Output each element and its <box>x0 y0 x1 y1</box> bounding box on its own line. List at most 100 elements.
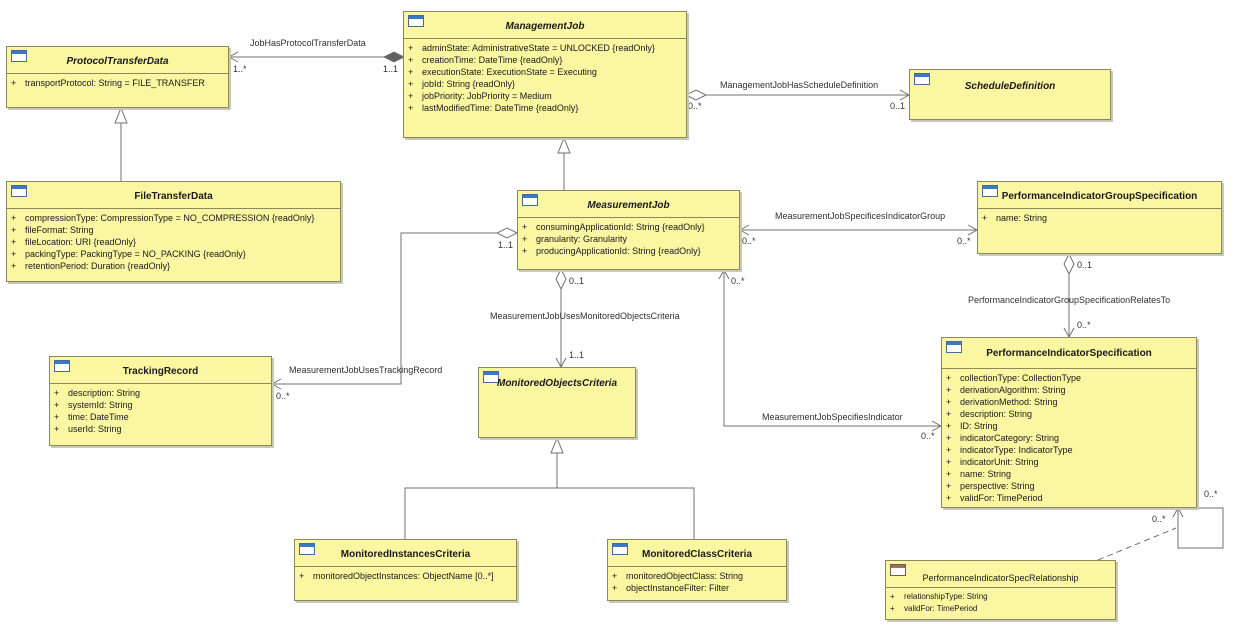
class-performance-indicator-group-specification[interactable]: PerformanceIndicatorGroupSpecification +… <box>977 181 1222 254</box>
mult-relates-to-target: 0..* <box>1077 320 1091 330</box>
attribute-row: +monitoredObjectInstances: ObjectName [0… <box>299 571 494 581</box>
class-name: TrackingRecord <box>122 366 199 377</box>
class-performance-indicator-spec-relationship[interactable]: PerformanceIndicatorSpecRelationship +re… <box>885 560 1116 620</box>
attribute-row: +fileLocation: URI {readOnly} <box>11 237 137 247</box>
class-icon <box>946 341 962 353</box>
mult-indicator-group-target: 0..* <box>957 236 971 246</box>
attribute-row: +validFor: TimePeriod <box>890 604 978 613</box>
mult-criteria-target: 1..1 <box>569 350 585 360</box>
mult-specifies-indicator-source: 0..* <box>731 276 745 286</box>
attribute-row: +systemId: String <box>54 400 133 410</box>
attribute-row: +userId: String <box>54 424 122 434</box>
attribute-row: +adminState: AdministrativeState = UNLOC… <box>408 43 655 53</box>
assoc-label-relates-to: PerformanceIndicatorGroupSpecificationRe… <box>968 295 1171 305</box>
arrowhead-protocol <box>227 51 239 63</box>
class-name: PerformanceIndicatorGroupSpecification <box>1001 191 1198 202</box>
class-management-job[interactable]: ManagementJob +adminState: Administrativ… <box>403 11 687 138</box>
attribute-row: +producingApplicationId: String {readOnl… <box>522 246 701 256</box>
attribute-list: +transportProtocol: String = FILE_TRANSF… <box>7 74 228 89</box>
mult-protocol-target: 1..1 <box>383 64 399 74</box>
attribute-row: +creationTime: DateTime {readOnly} <box>408 55 563 65</box>
class-monitored-class-criteria[interactable]: MonitoredClassCriteria +monitoredObjectC… <box>607 539 787 601</box>
attribute-list: +name: String <box>978 209 1221 224</box>
attribute-row: +indicatorUnit: String <box>946 457 1039 467</box>
class-name: MonitoredObjectsCriteria <box>496 378 618 389</box>
attribute-row: +executionState: ExecutionState = Execut… <box>408 67 597 77</box>
attribute-row: +description: String <box>54 388 141 398</box>
mult-schedule-target: 0..1 <box>890 101 906 111</box>
generalization-line-criteria <box>404 453 558 539</box>
class-monitored-objects-criteria[interactable]: MonitoredObjectsCriteria <box>478 367 636 438</box>
attribute-list: +collectionType: CollectionType +derivat… <box>942 369 1196 504</box>
arrowhead-indicator-group-left <box>738 224 750 236</box>
attribute-row: +derivationAlgorithm: String <box>946 385 1066 395</box>
attribute-list: +monitoredObjectClass: String +objectIns… <box>608 567 786 594</box>
class-file-transfer-data[interactable]: FileTransferData +compressionType: Compr… <box>6 181 341 282</box>
mult-self-source: 0..* <box>1152 514 1166 524</box>
mult-self-target: 0..* <box>1204 489 1218 499</box>
assoc-label-protocol: JobHasProtocolTransferData <box>250 38 366 48</box>
attribute-row: +packingType: PackingType = NO_PACKING {… <box>11 249 246 259</box>
attribute-row: +indicatorType: IndicatorType <box>946 445 1073 455</box>
aggregation-diamond-tracking <box>495 227 519 239</box>
class-name: PerformanceIndicatorSpecRelationship <box>922 573 1079 583</box>
attribute-row: +compressionType: CompressionType = NO_C… <box>11 213 315 223</box>
attribute-list: +adminState: AdministrativeState = UNLOC… <box>404 39 686 114</box>
class-name: ScheduleDefinition <box>964 81 1056 92</box>
mult-indicator-group-source: 0..* <box>742 236 756 246</box>
mult-tracking-target: 0..* <box>276 391 290 401</box>
attribute-list: +compressionType: CompressionType = NO_C… <box>7 209 340 272</box>
mult-criteria-source: 0..1 <box>569 276 585 286</box>
mult-protocol-source: 1..* <box>233 64 247 74</box>
class-schedule-definition[interactable]: ScheduleDefinition <box>909 69 1111 120</box>
class-name: MonitoredClassCriteria <box>641 549 753 560</box>
attribute-row: +name: String <box>982 213 1048 223</box>
attribute-row: +indicatorCategory: String <box>946 433 1060 443</box>
mult-schedule-source: 0..* <box>688 101 702 111</box>
attribute-row: +lastModifiedTime: DateTime {readOnly} <box>408 103 579 113</box>
class-name: MeasurementJob <box>587 200 670 211</box>
class-monitored-instances-criteria[interactable]: MonitoredInstancesCriteria +monitoredObj… <box>294 539 517 601</box>
self-association-line <box>1177 507 1224 549</box>
aggregation-diamond-criteria <box>555 267 567 291</box>
mult-relates-to-source: 0..1 <box>1077 260 1093 270</box>
class-icon <box>11 185 27 197</box>
class-icon <box>408 15 424 27</box>
class-protocol-transfer-data[interactable]: ProtocolTransferData +transportProtocol:… <box>6 46 229 108</box>
attribute-row: +consumingApplicationId: String {readOnl… <box>522 222 705 232</box>
attribute-row: +jobPriority: JobPriority = Medium <box>408 91 552 101</box>
generalization-line-class-criteria <box>557 487 695 539</box>
class-icon <box>982 185 998 197</box>
class-icon <box>483 371 499 383</box>
attribute-row: +perspective: String <box>946 481 1035 491</box>
class-name: FileTransferData <box>134 191 213 202</box>
assoc-label-specifies-indicator: MeasurementJobSpecifiesIndicator <box>762 412 903 422</box>
self-association-arrow <box>1172 506 1184 518</box>
class-tracking-record[interactable]: TrackingRecord +description: String +sys… <box>49 356 272 446</box>
aggregation-diamond-schedule <box>684 89 708 101</box>
assoc-label-tracking: MeasurementJobUsesTrackingRecord <box>289 365 443 375</box>
assoc-label-indicator-group: MeasurementJobSpecificesIndicatorGroup <box>775 211 946 221</box>
class-icon <box>54 360 70 372</box>
mult-tracking-source: 1..1 <box>498 240 514 250</box>
attribute-row: +ID: String <box>946 421 998 431</box>
attribute-row: +validFor: TimePeriod <box>946 493 1043 503</box>
assoc-label-schedule: ManagementJobHasScheduleDefinition <box>720 80 879 90</box>
class-measurement-job[interactable]: MeasurementJob +consumingApplicationId: … <box>517 190 740 270</box>
association-class-link <box>1097 527 1177 561</box>
generalization-triangle-filetransfer <box>114 106 128 124</box>
association-line-tracking <box>272 232 497 385</box>
attribute-row: +objectInstanceFilter: Filter <box>612 583 730 593</box>
class-performance-indicator-specification[interactable]: PerformanceIndicatorSpecification +colle… <box>941 337 1197 508</box>
attribute-list: +monitoredObjectInstances: ObjectName [0… <box>295 567 516 582</box>
class-name: PerformanceIndicatorSpecification <box>986 348 1152 359</box>
composition-diamond <box>382 51 406 63</box>
class-icon <box>522 194 538 206</box>
attribute-list: +relationshipType: String +validFor: Tim… <box>886 588 1115 615</box>
class-icon <box>299 543 315 555</box>
class-name: ProtocolTransferData <box>66 56 169 67</box>
attribute-row: +description: String <box>946 409 1033 419</box>
association-class-icon <box>890 564 906 576</box>
attribute-row: +transportProtocol: String = FILE_TRANSF… <box>11 78 205 88</box>
